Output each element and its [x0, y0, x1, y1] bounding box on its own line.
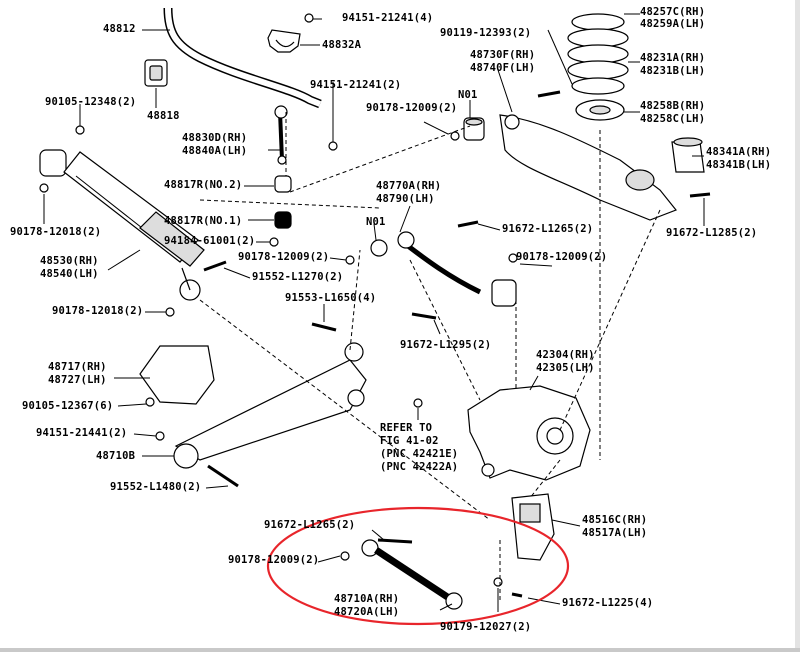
part-label-48710B: 48710B [96, 450, 136, 462]
part-label-N01-upper: N01 [458, 89, 478, 101]
part-label-48258B: 48258B(RH) [640, 100, 706, 112]
bump-stopper-48341A [671, 137, 705, 173]
part-label-48840A: 48840A(LH) [182, 145, 248, 157]
leader-lines [43, 13, 705, 612]
part-label-48817R-no1: 48817R(NO.1) [164, 215, 243, 227]
highlight-ellipse [266, 506, 570, 626]
refer-note-line1: REFER TO [380, 422, 433, 434]
part-label-90178-12009-c: 90178-12009(2) [516, 251, 608, 263]
part-label-48231A: 48231A(RH) [640, 52, 706, 64]
part-label-48540: 48540(LH) [40, 268, 99, 280]
part-label-91552-L1270: 91552-L1270(2) [252, 271, 344, 283]
part-label-91672-L1285: 91672-L1285(2) [666, 227, 758, 239]
part-label-90178-12018-b: 90178-12018(2) [52, 305, 144, 317]
part-label-48259A: 48259A(LH) [640, 18, 706, 30]
part-label-48717: 48717(RH) [48, 361, 107, 373]
part-label-91672-L1225: 91672-L1225(4) [562, 597, 654, 609]
part-label-48516C: 48516C(RH) [582, 514, 648, 526]
assembly-dashed-lines [199, 112, 661, 600]
part-label-48257C: 48257C(RH) [640, 6, 706, 18]
part-label-91672-L1265-b: 91672-L1265(2) [264, 519, 356, 531]
stabilizer-bar-48812 [163, 7, 322, 109]
part-label-91672-L1265-a: 91672-L1265(2) [502, 223, 594, 235]
part-label-90178-12009-d: 90178-12009(2) [228, 554, 320, 566]
coil-spring-48231A [567, 13, 629, 95]
bushing-bracket-48832A [267, 29, 301, 53]
refer-note-line4: (PNC 42422A) [380, 461, 459, 473]
part-label-48517A: 48517A(LH) [582, 527, 648, 539]
part-label-48832A: 48832A [322, 39, 362, 51]
part-label-48770A: 48770A(RH) [376, 180, 442, 192]
bolt-91552-L1480 [207, 464, 239, 488]
stabilizer-link [274, 105, 288, 165]
part-label-91672-L1295: 91672-L1295(2) [400, 339, 492, 351]
part-label-48530: 48530(RH) [40, 255, 99, 267]
bolt-91552-L1270 [203, 260, 227, 272]
bottom-frame-edge [0, 648, 800, 652]
part-label-48258C: 48258C(LH) [640, 113, 706, 125]
part-label-90179-12027: 90179-12027(2) [440, 621, 532, 633]
stabilizer-bushing-48818 [144, 59, 168, 87]
bolts-91672 [411, 90, 711, 320]
fasteners [39, 13, 518, 587]
part-label-90119-12393: 90119-12393(2) [440, 27, 532, 39]
lateral-arm-48770A [370, 231, 517, 307]
steering-knuckle-42304 [467, 385, 591, 481]
part-label-48341A: 48341A(RH) [706, 146, 772, 158]
part-label-94151-21241-2: 94151-21241(2) [310, 79, 402, 91]
part-label-91552-L1480: 91552-L1480(2) [110, 481, 202, 493]
upper-control-arm-48730F [499, 114, 677, 221]
part-label-94151-21441: 94151-21441(2) [36, 427, 128, 439]
bushing-N01-upper [463, 117, 485, 141]
part-label-48720A: 48720A(LH) [334, 606, 400, 618]
part-label-42304: 42304(RH) [536, 349, 595, 361]
part-label-90178-12009-b: 90178-12009(2) [366, 102, 458, 114]
part-label-48231B: 48231B(LH) [640, 65, 706, 77]
shock-bushings-48817R [274, 175, 292, 229]
part-label-91553-L1650: 91553-L1650(4) [285, 292, 377, 304]
part-label-90178-12018-a: 90178-12018(2) [10, 226, 102, 238]
part-label-48817R-no2: 48817R(NO.2) [164, 179, 243, 191]
part-label-48730F: 48730F(RH) [470, 49, 536, 61]
refer-note-line2: FIG 41-02 [380, 435, 439, 447]
part-label-94184-61001: 94184-61001(2) [164, 235, 256, 247]
part-label-48812: 48812 [103, 23, 136, 35]
part-label-N01-lateral: N01 [366, 216, 386, 228]
part-label-90105-12367: 90105-12367(6) [22, 400, 114, 412]
part-label-48818: 48818 [147, 110, 180, 122]
shock-absorber-48530 [39, 149, 205, 301]
part-label-48710A: 48710A(RH) [334, 593, 400, 605]
part-label-48790: 48790(LH) [376, 193, 435, 205]
refer-note-line3: (PNC 42421E) [380, 448, 459, 460]
part-label-48727: 48727(LH) [48, 374, 107, 386]
trailing-arm-bracket-48717 [139, 345, 215, 405]
part-label-48740F: 48740F(LH) [470, 62, 536, 74]
part-label-48830D: 48830D(RH) [182, 132, 248, 144]
spring-seat-48258B [575, 99, 625, 121]
part-label-90105-12348: 90105-12348(2) [45, 96, 137, 108]
part-label-90178-12009-a: 90178-12009(2) [238, 251, 330, 263]
bolt-91553-L1650 [311, 322, 337, 332]
trailing-arm-48710B [173, 342, 367, 469]
part-label-42305: 42305(LH) [536, 362, 595, 374]
part-label-94151-21241-4: 94151-21241(4) [342, 12, 434, 24]
toe-arm-bracket-48516C [511, 493, 555, 561]
part-label-48341B: 48341B(LH) [706, 159, 772, 171]
right-frame-edge [795, 0, 800, 652]
